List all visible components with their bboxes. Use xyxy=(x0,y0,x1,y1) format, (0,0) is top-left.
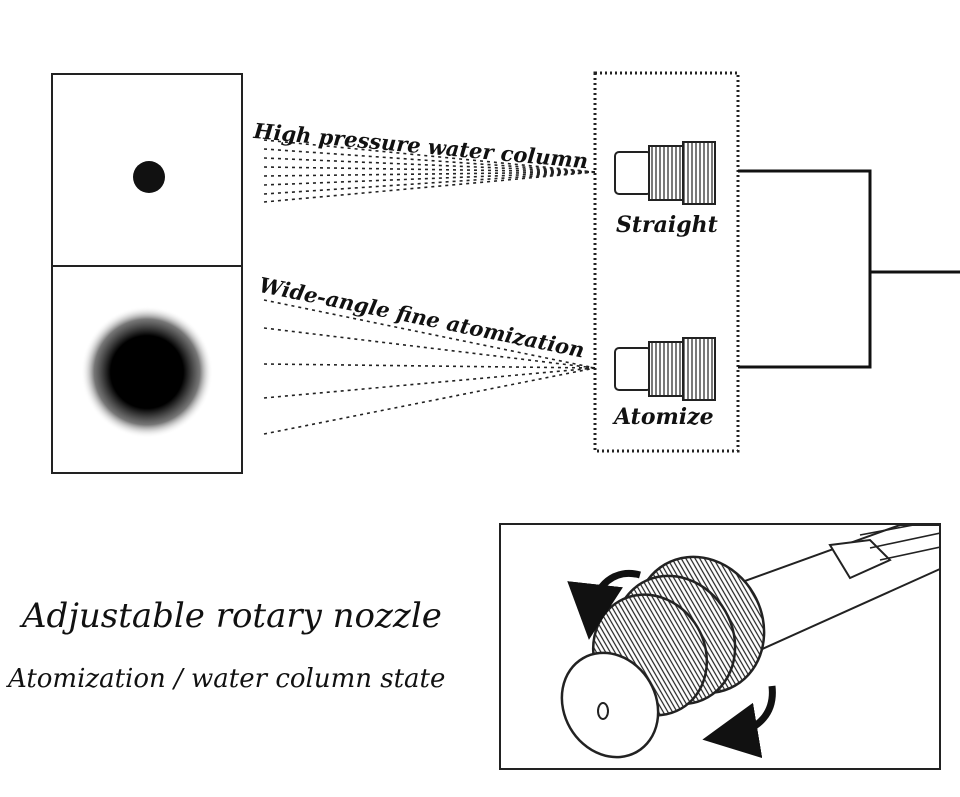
atomize-mode-label: Atomize xyxy=(614,404,714,430)
spray-line xyxy=(263,166,596,173)
diagram-subtitle: Atomization / water column state xyxy=(8,664,446,694)
rotate-arrow-icon xyxy=(702,685,776,758)
spray-pattern-panel xyxy=(51,73,243,474)
rotate-arrow-icon xyxy=(567,570,641,640)
spray-line xyxy=(263,363,596,369)
rotary-nozzle-closeup xyxy=(499,523,941,770)
spray-line xyxy=(263,299,596,369)
spray-line xyxy=(263,367,596,435)
nozzle-straight-icon xyxy=(614,141,716,205)
atomization-spray-lines xyxy=(263,299,596,435)
diagram-title: Adjustable rotary nozzle xyxy=(22,596,442,636)
spray-line xyxy=(263,171,596,177)
nozzle-atomize-icon xyxy=(614,337,716,401)
mode-connector-bracket xyxy=(738,169,960,369)
atomization-mist-spot xyxy=(81,306,213,438)
straight-mode-label: Straight xyxy=(616,212,718,238)
nozzle-orifice xyxy=(597,702,609,720)
spray-line xyxy=(263,171,596,203)
spray-line xyxy=(263,367,596,399)
spray-line xyxy=(263,171,596,186)
water-column-spray-lines xyxy=(263,139,596,203)
water-column-dot xyxy=(133,161,165,193)
nozzle-mode-frame xyxy=(593,71,740,453)
